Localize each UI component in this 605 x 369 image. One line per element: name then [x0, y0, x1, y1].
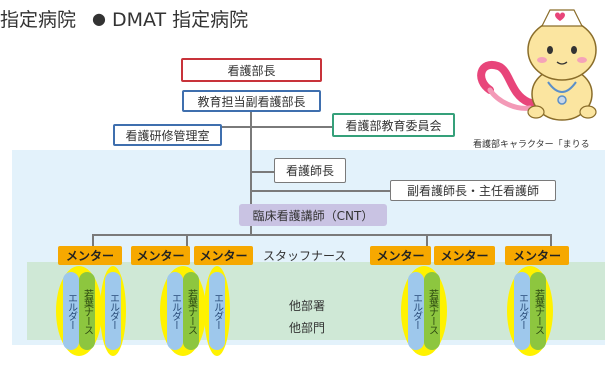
mentor-badge-6: メンター — [505, 246, 569, 265]
young-nurse-pill: 若葉ナース — [79, 272, 95, 350]
elder-pill: エルダー — [209, 272, 225, 350]
mentor-badge-5: メンター — [434, 246, 495, 265]
deputy-label: 教育担当副看護部長 — [197, 94, 306, 109]
bus-drop-4 — [550, 234, 552, 246]
bus-drop-2 — [186, 234, 188, 246]
director-label: 看護部長 — [227, 63, 276, 78]
mentorship-group-5: エルダー 若葉ナース — [401, 266, 447, 356]
trunk-line — [250, 112, 252, 234]
director-box: 看護部長 — [181, 58, 322, 82]
young-nurse-pill: 若葉ナース — [530, 272, 546, 350]
mentorship-group-4: エルダー — [204, 266, 230, 356]
mentor-badge-4: メンター — [370, 246, 431, 265]
assistant-connector — [250, 190, 390, 192]
training-office-box: 看護研修管理室 — [113, 124, 222, 146]
character-caption: 看護部キャラクター「まりる — [473, 140, 590, 150]
bullet-icon: ● — [92, 8, 106, 28]
head-nurse-label: 看護師長 — [285, 164, 334, 178]
bus-drop-1 — [92, 234, 94, 246]
mentorship-group-6: エルダー 若葉ナース — [507, 266, 553, 356]
head-nurse-box: 看護師長 — [274, 158, 346, 183]
mentor-bus-line — [92, 234, 552, 236]
mentor-badge-3: メンター — [194, 246, 253, 265]
elder-pill: エルダー — [167, 272, 183, 350]
training-branch-line — [222, 126, 332, 128]
header-bar: 指定病院 ● DMAT 指定病院 — [0, 4, 420, 32]
deputy-box: 教育担当副看護部長 — [182, 90, 321, 112]
mentorship-group-2: エルダー — [100, 266, 126, 356]
dmat-label: DMAT 指定病院 — [111, 8, 249, 31]
mentor-badge-2: メンター — [131, 246, 190, 265]
head-nurse-connector — [250, 171, 274, 173]
bus-drop-3 — [426, 234, 428, 246]
young-nurse-pill: 若葉ナース — [424, 272, 440, 350]
other-division-label: 他部門 — [288, 321, 325, 335]
other-dept-label: 他部署 — [288, 299, 325, 313]
designated-hospital-label: 指定病院 — [0, 8, 77, 31]
staff-nurse-label: スタッフナース — [263, 249, 347, 263]
young-nurse-pill: 若葉ナース — [183, 272, 199, 350]
mentorship-group-3: エルダー 若葉ナース — [160, 266, 206, 356]
elder-pill: エルダー — [105, 272, 121, 350]
elder-pill: エルダー — [63, 272, 79, 350]
mentorship-group-1: エルダー 若葉ナース — [56, 266, 102, 356]
committee-box: 看護部教育委員会 — [332, 113, 455, 137]
mascot-character-icon — [477, 9, 597, 121]
assistant-box: 副看護師長・主任看護師 — [390, 180, 556, 201]
elder-pill: エルダー — [408, 272, 424, 350]
assistant-label: 副看護師長・主任看護師 — [406, 184, 539, 198]
elder-pill: エルダー — [514, 272, 530, 350]
training-office-label: 看護研修管理室 — [125, 128, 210, 143]
cnt-box: 臨床看護講師（CNT） — [239, 204, 387, 226]
committee-label: 看護部教育委員会 — [345, 118, 442, 133]
cnt-label: 臨床看護講師（CNT） — [252, 208, 374, 223]
mentor-badge-1: メンター — [58, 246, 122, 265]
